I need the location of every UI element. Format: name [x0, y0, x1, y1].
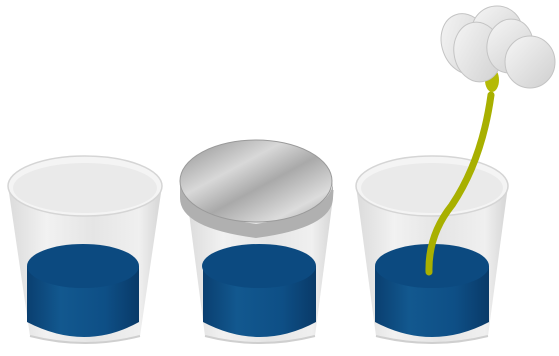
water-cup-covered [202, 244, 316, 337]
cup-with-flower [356, 6, 555, 343]
cup-open [8, 156, 162, 343]
cup-covered [180, 140, 334, 343]
flower-petals [433, 6, 555, 88]
water-cup-open [27, 244, 139, 337]
